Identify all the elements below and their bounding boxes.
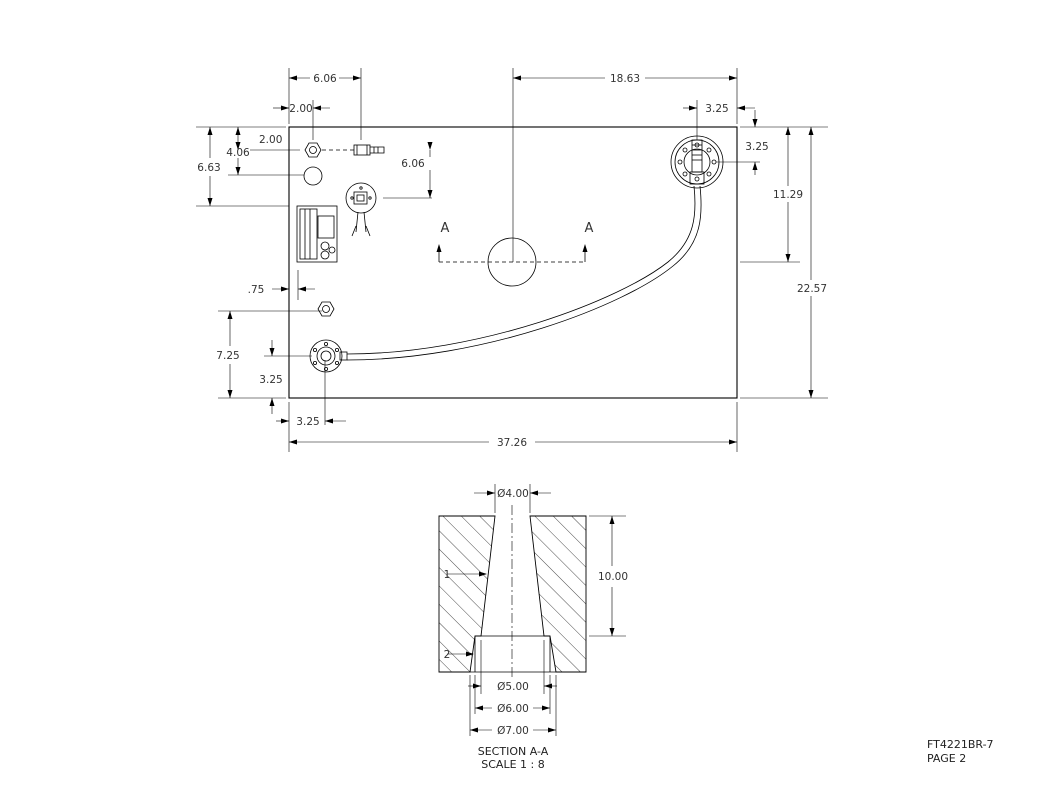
callout-1: 1 [444,569,451,581]
page-number: PAGE 2 [927,752,966,765]
dim-663: 6.63 [197,162,220,174]
pickup-flange-right [670,135,724,189]
dimension-texts: 6.06 2.00 18.63 3.25 2.00 4.06 6.63 6.06… [197,71,829,449]
dim-dia-700: Ø7.00 [497,725,529,737]
dim-1129: 11.29 [773,189,803,201]
sender-flange-small [345,182,377,237]
level-gauge-panel [296,205,338,263]
hose-barb-fitting [353,144,385,156]
dim-325-top-right: 3.25 [705,103,728,115]
section-dimension-texts: Ø4.00 10.00 Ø5.00 Ø6.00 Ø7.00 1 2 [444,488,629,737]
dim-606-top: 6.06 [313,73,337,85]
callout-2: 2 [444,649,451,661]
center-opening [487,237,537,287]
hex-fitting-lower [317,301,335,317]
dimension-lines [209,77,812,443]
section-mark-right: A [585,221,594,236]
vent-circle [303,166,323,186]
dim-325-bottom: 3.25 [296,416,319,428]
section-arrowheads [466,490,615,733]
section-cut-line: A A [436,221,594,263]
section-body-right [529,515,587,673]
dim-1000: 10.00 [598,571,628,583]
plan-view: 6.06 2.00 18.63 3.25 2.00 4.06 6.63 6.06… [196,68,829,452]
extension-lines [196,68,828,452]
title-block: FT4221BR-7 PAGE 2 [927,738,994,765]
dim-325-vertical-bottom: 3.25 [259,374,282,386]
section-view: Ø4.00 10.00 Ø5.00 Ø6.00 Ø7.00 1 2 SECTIO… [438,484,629,771]
section-mark-left: A [441,221,450,236]
section-scale: SCALE 1 : 8 [481,758,544,771]
dim-406: 4.06 [226,147,250,159]
dim-dia-400: Ø4.00 [497,488,529,500]
dim-1863: 18.63 [610,73,640,85]
section-extension-lines [469,484,626,736]
dim-3726: 37.26 [497,437,527,449]
dim-606-vertical: 6.06 [401,158,425,170]
dim-200-vertical: 2.00 [259,134,282,146]
pickup-flange-left [309,339,348,373]
dim-dia-600: Ø6.00 [497,703,529,715]
dim-200-top: 2.00 [289,103,312,115]
dim-dia-500: Ø5.00 [497,681,529,693]
hex-fitting-top [304,142,354,158]
dim-075: .75 [248,284,265,296]
arrowheads [207,75,814,445]
pickup-hose [346,185,702,361]
drawing-number: FT4221BR-7 [927,738,994,751]
dim-725: 7.25 [216,350,239,362]
dim-325-right-side: 3.25 [745,141,768,153]
dim-2257: 22.57 [797,283,827,295]
section-title: SECTION A-A [478,745,549,758]
